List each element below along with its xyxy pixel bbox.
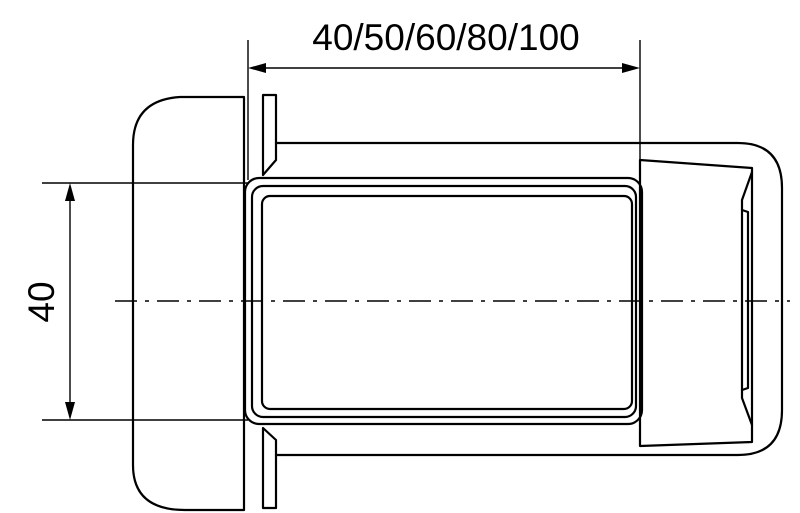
width-dimension: 40/50/60/80/100 xyxy=(247,17,641,180)
height-dimension: 40 xyxy=(21,182,248,421)
left-end-cap xyxy=(131,93,278,512)
width-dimension-label: 40/50/60/80/100 xyxy=(312,17,579,58)
housing-body xyxy=(274,141,784,457)
height-dimension-label: 40 xyxy=(21,281,62,322)
right-clip xyxy=(638,158,754,448)
